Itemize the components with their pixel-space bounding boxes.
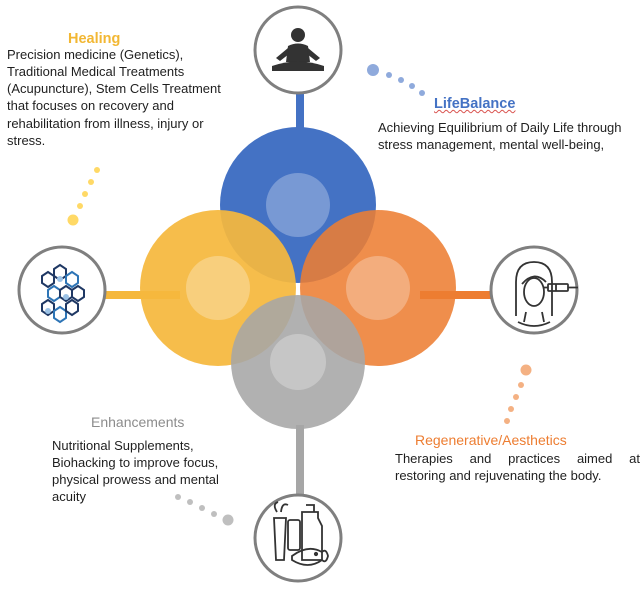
- meditation-icon: [272, 28, 324, 71]
- stem-top: [296, 92, 304, 162]
- face-injection-icon: [515, 261, 578, 327]
- trail-life-balance: [367, 64, 425, 96]
- icon-node-right: [489, 245, 579, 335]
- groceries-icon: [273, 501, 329, 566]
- life-balance-description: Achieving Equilibrium of Daily Life thro…: [378, 120, 622, 153]
- petal-circles: [140, 127, 456, 429]
- dotted-trails: [67, 64, 532, 526]
- regenerative-description: Therapies and practices aimed at restori…: [395, 450, 640, 484]
- icon-node-top: [253, 5, 343, 95]
- trail-healing: [67, 167, 100, 226]
- healing-description: Precision medicine (Genetics), Tradition…: [7, 47, 221, 148]
- dna-hexagon-icon: [41, 263, 85, 324]
- petal-gray: [231, 295, 365, 429]
- petal-gray-core: [270, 334, 326, 390]
- petal-yellow-core: [186, 256, 250, 320]
- stem-right: [420, 291, 510, 299]
- regenerative-description-line1: Therapies and practices aimed at: [395, 451, 640, 466]
- petal-orange-core: [346, 256, 410, 320]
- trail-enhancements: [175, 494, 234, 526]
- stem-left: [95, 291, 180, 299]
- icon-node-bottom: [253, 493, 343, 583]
- petal-blue-core: [266, 173, 330, 237]
- icon-node-left: [17, 245, 107, 335]
- enhancements-description: Nutritional Supplements, Biohacking to i…: [52, 438, 219, 505]
- regenerative-title: Regenerative/Aesthetics: [415, 432, 567, 448]
- life-balance-title: LifeBalance: [434, 96, 516, 112]
- healing-title: Healing: [68, 31, 121, 47]
- regenerative-description-line2: restoring and rejuvenating the body.: [395, 468, 602, 484]
- enhancements-title: Enhancements: [91, 414, 185, 430]
- trail-regenerative: [504, 364, 532, 424]
- connector-stems: [95, 92, 510, 500]
- stem-bottom: [296, 425, 304, 500]
